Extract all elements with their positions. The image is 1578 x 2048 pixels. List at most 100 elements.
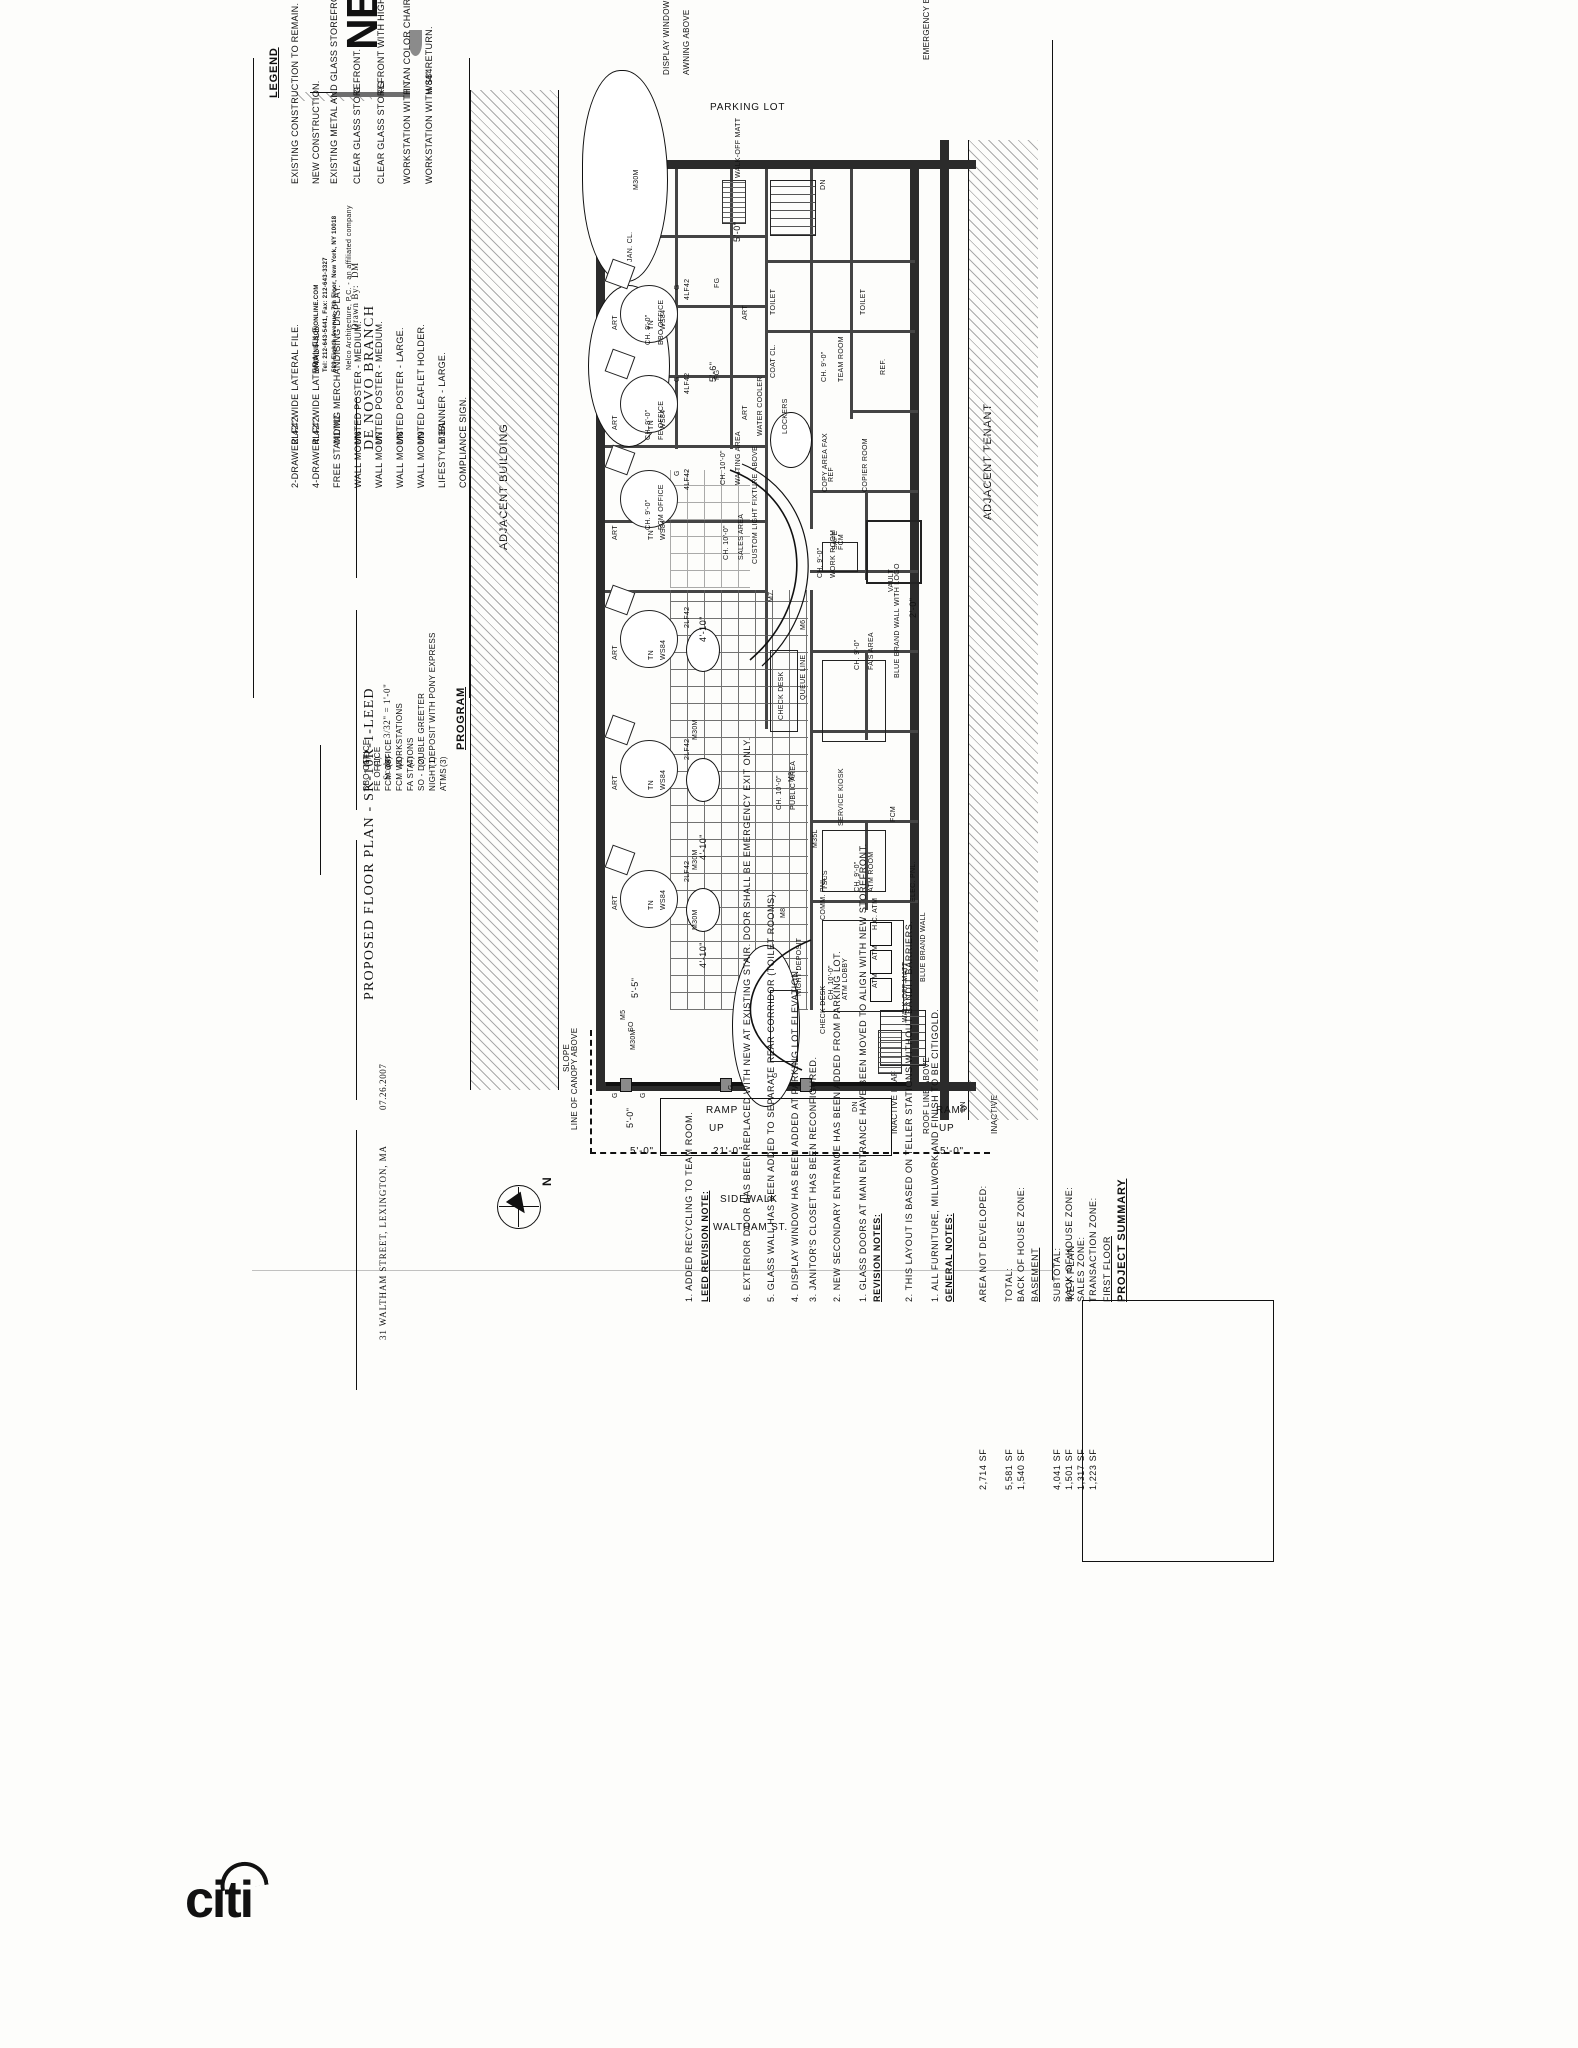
ps-row-2-value: 1,501 SF <box>1064 1448 1074 1490</box>
plant-1 <box>686 628 720 672</box>
revision-note-5: 6. EXTERIOR DOOR HAS BEEN REPLACED WITH … <box>742 737 752 1302</box>
titleblock-rule-3 <box>356 840 358 1100</box>
tag-m2: M2 <box>788 771 795 782</box>
revision-note-4: 5. GLASS WALL HAS BEEN ADDED TO SEPARATE… <box>766 890 776 1302</box>
bs-row-1-value: 5,581 SF <box>1004 1448 1014 1490</box>
plant-3 <box>686 888 720 932</box>
ramp-up-label-2: UP <box>939 1123 955 1134</box>
check-desk-1 <box>770 650 798 732</box>
program-text-3: FA STATIONS <box>406 737 415 791</box>
partition-12 <box>765 260 915 263</box>
room-fa-area-ch: CH. 9'-0" <box>854 639 861 670</box>
key-plan-box <box>1082 1300 1274 1562</box>
adjacent-building-edge-left <box>470 90 472 1090</box>
tag-m7: M7 <box>768 591 775 602</box>
tag-tn-1: TN <box>648 320 655 330</box>
revision-note-2: 3. JANITOR'S CLOSET HAS BEEN RECONFIGURE… <box>808 1056 818 1302</box>
legend-key-TN: TN <box>402 81 412 94</box>
titleblock-rule-1 <box>356 398 358 578</box>
revision-note-0: 1. GLASS DOORS AT MAIN ENTRANCE HAVE BEE… <box>858 843 868 1302</box>
tree-north <box>582 70 668 282</box>
legend-row-2-text: EXISTING METAL AND GLASS STOREFRONT TO R… <box>329 0 339 184</box>
revision-notes-heading: REVISION NOTES: <box>872 1213 882 1302</box>
plant-2 <box>686 758 720 802</box>
ramp-label-1: RAMP <box>706 1105 739 1116</box>
legend-key-G: G <box>352 86 362 94</box>
adjacent-tenant-hatch <box>968 140 1038 1120</box>
general-note-1: 2. THIS LAYOUT IS BASED ON TELLER STATIO… <box>904 920 914 1302</box>
atm-room-counter <box>822 920 904 1012</box>
tag-g-5: G <box>640 1092 647 1098</box>
program-text-1: NIGHT DEPOSIT WITH PONY EXPRESS <box>428 632 437 791</box>
tag-atm-b: ATM <box>872 972 879 988</box>
tag-4lf42-2: 4LF42 <box>684 372 691 394</box>
project-summary-heading: PROJECT SUMMARY <box>1116 1178 1128 1302</box>
room-coat-cl: COAT CL. <box>770 343 777 378</box>
legend-row-6-text: WORKSTATION WITH 84" RETURN. <box>424 26 434 184</box>
tag-m9: M35L <box>812 829 819 848</box>
tag-ws84-2: WS84 <box>660 409 667 430</box>
first-floor-label: FIRST FLOOR <box>1102 1236 1112 1302</box>
tag-2lf42-1: 2LF42 <box>684 606 691 628</box>
citi-arc-icon <box>217 1858 269 1892</box>
partition-19 <box>810 730 918 733</box>
tag-fg-2: FG <box>714 369 721 380</box>
tag-g-1: G <box>674 284 681 290</box>
partition-11 <box>765 330 915 333</box>
workstation-desk-5 <box>620 740 678 798</box>
workstation-desk-6 <box>620 870 678 928</box>
program-heading: PROGRAM <box>455 686 467 750</box>
north-arrow-circle <box>497 1185 541 1229</box>
room-toilet-1: TOILET <box>770 288 777 315</box>
tag-art-6: ART <box>612 895 619 910</box>
room-sales-ch: CH. 10'-0" <box>723 525 730 560</box>
dim-5-5: 5'-5" <box>630 977 640 998</box>
program-text-5: FCM OFFICE <box>384 739 393 791</box>
tag-art-1: ART <box>612 315 619 330</box>
tag-art-4: ART <box>612 645 619 660</box>
label-parking-lot: PARKING LOT <box>710 102 786 113</box>
atm-1 <box>870 922 892 946</box>
exterior-wall-west <box>596 160 605 1090</box>
ps-row-3-value: 4,041 SF <box>1052 1448 1062 1490</box>
bs-row-0-label: BACK OF HOUSE ZONE: <box>1016 1186 1026 1302</box>
mullion-1 <box>620 1078 632 1092</box>
area-not-developed-label: AREA NOT DEVELOPED: <box>978 1185 988 1302</box>
room-waiting-area: WAITING AREA <box>735 431 742 485</box>
legend-row-3-text: CLEAR GLASS STOREFRONT. <box>352 48 362 184</box>
label-slope: SLOPE <box>562 1043 571 1072</box>
tag-art-7: ART <box>742 305 749 320</box>
walkoff-matt-north <box>722 180 746 224</box>
room-public-area-ch: CH. 10'-0" <box>776 775 783 810</box>
workstation-desk-4 <box>620 610 678 668</box>
partition-7 <box>765 169 768 729</box>
floor-plan: PARKING LOT ADJACENT TENANT ADJACENT BUI… <box>470 0 1530 1290</box>
partition-1 <box>605 235 765 238</box>
room-team-room: TEAM ROOM <box>838 336 845 382</box>
tag-tn-3: TN <box>648 530 655 540</box>
legend-row-1-text: NEW CONSTRUCTION. <box>311 80 321 184</box>
room-elec-pnl: ELEC. PNL. <box>910 861 917 902</box>
north-arrow-label: N <box>540 1177 554 1186</box>
adjacent-building-hatch <box>470 90 558 1090</box>
tag-fcm-2: FCM <box>838 533 845 550</box>
tag-ws84-1: WS84 <box>660 309 667 330</box>
citi-logo: citi <box>185 1858 269 1930</box>
partition-18 <box>810 650 918 653</box>
tag-g-4: G <box>612 1092 619 1098</box>
tag-ws84-4: WS84 <box>660 639 667 660</box>
tag-ref: REF <box>828 467 835 482</box>
north-arrow <box>497 1185 541 1229</box>
legend-key-WS84: WS84 <box>424 68 434 94</box>
room-service-kiosk: SERVICE KIOSK <box>838 768 845 826</box>
partition-15 <box>810 490 918 493</box>
legend-r-text-7: LIFESTYLE BANNER - LARGE. <box>437 351 447 488</box>
partition-20 <box>810 820 918 823</box>
tag-art-5: ART <box>612 775 619 790</box>
tag-m30m-3: M30M <box>692 719 699 740</box>
citi-logo-text: citi <box>185 1871 254 1929</box>
label-custom-light-fixture: CUSTOM LIGHT FIXTURE ABOVE <box>752 445 759 564</box>
legend-swatch-storefront <box>332 92 410 97</box>
chair-3 <box>604 444 636 476</box>
